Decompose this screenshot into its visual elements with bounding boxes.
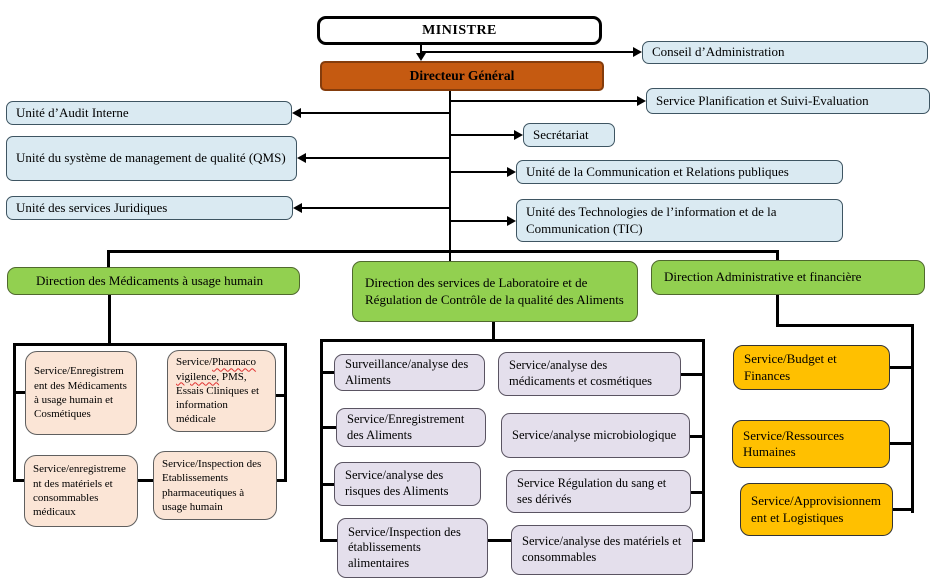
unite-audit-interne-label: Unité d’Audit Interne (16, 104, 129, 120)
arrowhead-ministre-dg (416, 53, 426, 61)
connector-admin-rail (911, 324, 914, 513)
service-analyse-risques-box: Service/analyse des risques des Aliments (334, 462, 481, 506)
connector-admin-across (776, 324, 914, 327)
service-enregistrement-aliments-label: Service/Enregistrement des Aliments (347, 411, 465, 442)
tick-lab-l1 (320, 371, 334, 374)
connector-to-qms (305, 157, 450, 159)
tick-med-right (273, 394, 287, 397)
directeur-general-label: Directeur Général (409, 67, 515, 83)
connector-to-juridiques (301, 207, 450, 209)
unite-communication-label: Unité de la Communication et Relations p… (526, 163, 789, 179)
service-analyse-microbiologique-box: Service/analyse microbiologique (501, 413, 690, 458)
direction-administrative-box: Direction Administrative et financière (651, 260, 925, 295)
tick-med-left (13, 391, 25, 394)
service-regulation-sang-box: Service Régulation du sang et ses dérivé… (506, 470, 691, 513)
service-analyse-medicaments-cosmetiques-label: Service/analyse des médicaments et cosmé… (509, 358, 653, 388)
tick-lab-l2 (320, 426, 336, 429)
service-pharmacovigilance-box: Service/Pharmaco vigilence, PMS, Essais … (167, 350, 276, 432)
surveillance-analyse-aliments-label: Surveillance/analyse des Aliments (345, 356, 469, 387)
service-analyse-materiels-consommables-box: Service/analyse des matériels et consomm… (511, 525, 693, 575)
connector-ministre-dg (420, 45, 422, 55)
unite-tic-label: Unité des Technologies de l’information … (526, 204, 777, 236)
connector-stub-budget (890, 366, 911, 369)
pharmacovigilance-text-before: Service/ (176, 356, 213, 369)
service-budget-finances-label: Service/Budget et Finances (744, 351, 837, 383)
unite-juridiques-label: Unité des services Juridiques (16, 199, 168, 215)
conseil-administration-label: Conseil d’Administration (652, 44, 785, 60)
connector-to-audit (300, 112, 450, 114)
connector-drop-direction-med (107, 252, 110, 267)
service-ressources-humaines-label: Service/Ressources Humaines (743, 427, 845, 459)
service-enregistrement-materiels-label: Service/enregistrement des matériels et … (33, 463, 126, 519)
service-inspection-etablissements-pharma-label: Service/Inspection des Etablissements ph… (162, 457, 262, 513)
connector-to-communication (450, 171, 508, 173)
connector-directions-bus (107, 250, 779, 253)
tick-lab-r2 (690, 435, 705, 438)
service-enregistrement-medicaments-box: Service/Enregistrement des Médicaments à… (25, 351, 137, 435)
unite-qms-box: Unité du système de management de qualit… (6, 136, 297, 181)
service-ressources-humaines-box: Service/Ressources Humaines (732, 420, 890, 468)
service-budget-finances-box: Service/Budget et Finances (733, 345, 890, 390)
unite-audit-interne-box: Unité d’Audit Interne (6, 101, 292, 125)
connector-to-tic (450, 220, 508, 222)
arrowhead-secretariat (514, 130, 523, 140)
ministre-label: MINISTRE (422, 22, 497, 38)
ministre-box: MINISTRE (317, 16, 602, 45)
service-enregistrement-materiels-box: Service/enregistrement des matériels et … (24, 455, 138, 527)
arrowhead-communication (507, 167, 516, 177)
direction-medicaments-label: Direction des Médicaments à usage humain (36, 272, 264, 288)
tick-lab-l3 (320, 483, 334, 486)
connector-med-frame (108, 295, 111, 344)
service-inspection-etablissements-alimentaires-box: Service/Inspection des établissements al… (337, 518, 488, 578)
connector-admin-drop (776, 295, 779, 327)
service-enregistrement-medicaments-label: Service/Enregistrement des Médicaments à… (34, 365, 127, 421)
tick-lab-r3 (691, 491, 705, 494)
pharmacovigilance-misspelled-text: Pharmaco vigilence, (176, 356, 257, 383)
service-analyse-risques-label: Service/analyse des risques des Aliments (345, 468, 449, 498)
pharmacovigilance-text-after: PMS, Essais Cliniques et information méd… (176, 370, 260, 426)
connector-stub-approvisionnement (893, 508, 911, 511)
direction-administrative-label: Direction Administrative et financière (664, 269, 862, 285)
connector-to-secretariat (450, 134, 515, 136)
service-pharmacovigilance-label: Service/Pharmaco vigilence, PMS, Essais … (176, 355, 267, 426)
unite-juridiques-box: Unité des services Juridiques (6, 196, 293, 220)
connector-lab-frame (492, 322, 495, 340)
surveillance-analyse-aliments-box: Surveillance/analyse des Aliments (334, 354, 485, 391)
unite-qms-label: Unité du système de management de qualit… (16, 150, 286, 166)
secretariat-box: Secrétariat (523, 123, 615, 147)
tick-lab-r1 (681, 373, 705, 376)
service-analyse-microbiologique-label: Service/analyse microbiologique (512, 427, 677, 442)
service-approvisionnement-box: Service/Approvisionnement et Logistiques (740, 483, 893, 536)
arrowhead-tic (507, 216, 516, 226)
arrowhead-qms (297, 153, 306, 163)
service-approvisionnement-label: Service/Approvisionnement et Logistiques (751, 493, 881, 525)
direction-laboratoire-box: Direction des services de Laboratoire et… (352, 261, 638, 322)
service-inspection-etablissements-pharma-box: Service/Inspection des Etablissements ph… (153, 451, 277, 520)
planification-label: Service Planification et Suivi-Evaluatio… (656, 92, 869, 108)
direction-laboratoire-label: Direction des services de Laboratoire et… (365, 275, 624, 307)
connector-trunk (449, 90, 451, 261)
conseil-administration-box: Conseil d’Administration (642, 41, 928, 64)
arrowhead-juridiques (293, 203, 302, 213)
direction-medicaments-box: Direction des Médicaments à usage humain (7, 267, 300, 295)
planification-box: Service Planification et Suivi-Evaluatio… (646, 88, 930, 114)
service-regulation-sang-label: Service Régulation du sang et ses dérivé… (517, 475, 667, 506)
unite-communication-box: Unité de la Communication et Relations p… (516, 160, 843, 184)
connector-stub-ressources (890, 442, 911, 445)
service-inspection-etablissements-alimentaires-label: Service/Inspection des établissements al… (348, 524, 461, 570)
service-enregistrement-aliments-box: Service/Enregistrement des Aliments (336, 408, 486, 447)
directeur-general-box: Directeur Général (320, 61, 604, 91)
connector-to-planification (450, 100, 638, 102)
medicaments-services-frame (13, 343, 287, 482)
connector-drop-direction-admin (776, 252, 779, 261)
secretariat-label: Secrétariat (533, 126, 589, 142)
arrowhead-conseil (633, 47, 642, 57)
arrowhead-audit (292, 108, 301, 118)
connector-to-conseil (420, 51, 634, 53)
service-analyse-medicaments-cosmetiques-box: Service/analyse des médicaments et cosmé… (498, 352, 681, 396)
unite-tic-box: Unité des Technologies de l’information … (516, 199, 843, 242)
service-analyse-materiels-consommables-label: Service/analyse des matériels et consomm… (522, 534, 682, 564)
arrowhead-planification (637, 96, 646, 106)
